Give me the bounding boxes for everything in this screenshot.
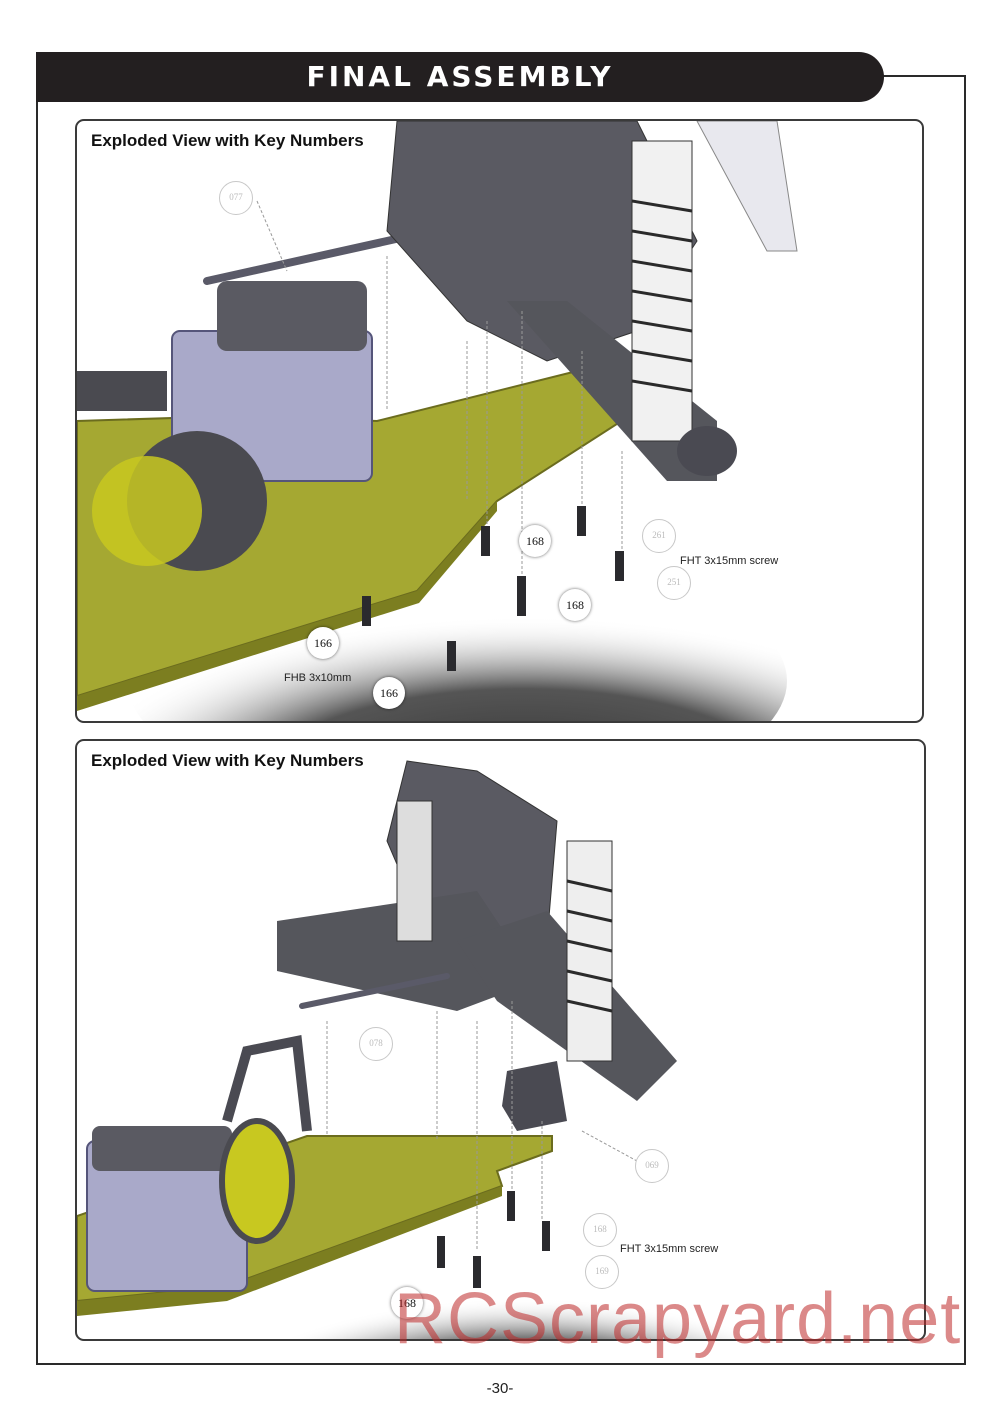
dust-boot xyxy=(677,426,737,476)
servo-saver xyxy=(217,281,367,351)
part-label-fht-screw: FHT 3x15mm screw xyxy=(620,1243,719,1255)
shock-absorber-left xyxy=(396,800,433,942)
upper-arm xyxy=(277,891,537,1011)
panel-heading: Exploded View with Key Numbers xyxy=(91,131,364,150)
roll-bar xyxy=(222,1035,312,1132)
title-banner xyxy=(36,52,884,102)
key-number-168: 168 xyxy=(391,1287,423,1319)
faded-key-number: 078 xyxy=(359,1027,393,1061)
bumper-bar xyxy=(77,371,167,411)
exploded-view-illustration-2 xyxy=(77,760,777,1339)
faded-key-number: 069 xyxy=(635,1149,669,1183)
faded-key-number: 077 xyxy=(219,181,253,215)
panel-heading: Exploded View with Key Numbers xyxy=(91,751,364,770)
page-number: -30- xyxy=(486,1380,514,1397)
spur-gear xyxy=(219,1118,295,1244)
watermark: RCScrapyard.net xyxy=(394,1279,962,1359)
slipper-pad xyxy=(92,456,202,566)
key-number-166: 166 xyxy=(373,677,405,709)
key-number-168: 168 xyxy=(559,589,591,621)
key-number-166: 166 xyxy=(307,627,339,659)
servo-saver xyxy=(92,1126,232,1171)
exploded-view-illustration-1 xyxy=(77,121,798,721)
leader-lines xyxy=(326,1001,638,1251)
chassis-edge xyxy=(77,1186,502,1316)
page-title: FINAL ASSEMBLY xyxy=(306,60,614,93)
faded-key-number: 168 xyxy=(583,1213,617,1247)
part-label-fhb-screw: FHB 3x10mm xyxy=(284,672,352,684)
leader-lines xyxy=(256,200,623,611)
chassis-edge xyxy=(77,501,497,711)
faded-key-number: 251 xyxy=(657,566,691,600)
screws xyxy=(437,1191,550,1288)
shock-absorber-right xyxy=(566,840,613,1062)
body-mount xyxy=(502,1061,567,1131)
faded-key-number: 169 xyxy=(585,1255,619,1289)
key-number-168: 168 xyxy=(519,525,551,557)
steering-rod xyxy=(299,973,450,1009)
shock-spring-right xyxy=(566,879,613,1013)
hinge-pin-holder xyxy=(696,121,798,252)
faded-key-number: 261 xyxy=(642,519,676,553)
part-label-fht-screw: FHT 3x15mm screw xyxy=(680,555,779,567)
screws xyxy=(362,506,624,671)
shock-absorber xyxy=(631,140,693,442)
shock-spring xyxy=(631,199,693,393)
exploded-view-panel-2: Exploded View with Key Numbers 078 069 1… xyxy=(75,739,926,1341)
exploded-view-panel-1: Exploded View with Key Numbers 077 261 2… xyxy=(75,119,924,723)
